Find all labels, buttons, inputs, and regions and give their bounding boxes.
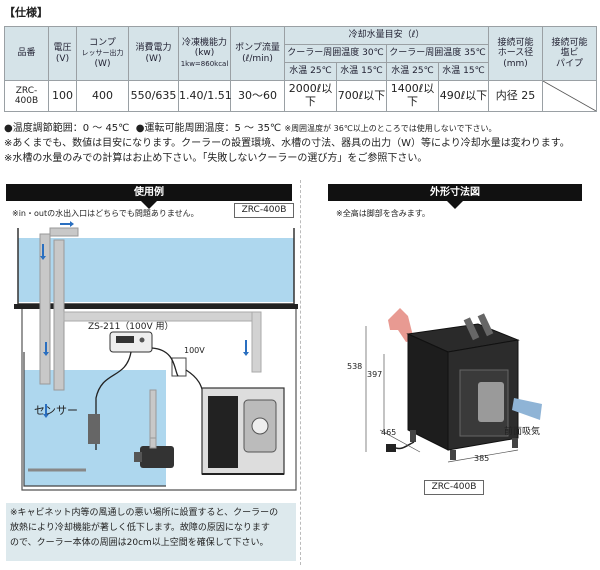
notes: ●温度調節範囲：0 ～ 45℃ ●運転可能周囲温度：5 ～ 35℃ ※周囲温度が… [4, 121, 596, 166]
header-power: 消費電力(W) [128, 26, 179, 81]
power-cord [395, 441, 415, 450]
usage-title: 使用例 [6, 184, 292, 201]
controller-display [116, 336, 134, 343]
cell-v30-25: 2000ℓ以下 [284, 80, 337, 112]
outlet-elbow [49, 227, 79, 237]
header-voltage: 電圧(V) [48, 26, 77, 81]
note-temp-range: ●温度調節範囲：0 ～ 45℃ [4, 123, 130, 134]
power-cable [151, 347, 179, 377]
intake-arrow [512, 398, 542, 420]
dims-note: ※全高は脚部を含みます。 [336, 209, 430, 218]
spec-heading: 【仕様】 [4, 6, 48, 19]
outlet-pipe [477, 313, 494, 337]
header-model: 品番 [4, 26, 49, 81]
cell-cooling: 1.40/1.51 [178, 80, 232, 112]
pump-inlet [134, 452, 142, 462]
header-compressor: コンプレッサー出力(W) [76, 26, 129, 81]
header-water15: 水温 15℃ [437, 62, 490, 81]
leg [512, 438, 518, 448]
dims-title-arrow [447, 201, 463, 209]
usage-title-arrow [141, 201, 157, 209]
dim-total-height: 538 [347, 362, 363, 371]
cell-model: ZRC-400B [4, 80, 49, 112]
cell-v35-15: 490ℓ以下 [437, 80, 490, 112]
dims-model-label: ZRC-400B [424, 480, 484, 495]
cell-hose: 内径 25 [488, 80, 544, 112]
sump-tank [23, 352, 166, 487]
dims-title: 外形寸法図 [328, 184, 582, 201]
sensor-probe [88, 414, 100, 444]
flow-arrow-head [43, 414, 49, 418]
dim-line-depth [379, 429, 421, 453]
pump [140, 446, 174, 468]
cell-compressor: 400 [76, 80, 129, 112]
leg [450, 450, 456, 460]
caution-line: 放熱により冷却機能が著しく低下します。故障の原因になります [10, 523, 270, 533]
dim-body-height: 397 [367, 370, 383, 379]
flow-arrow-head [40, 256, 46, 260]
power-outlet [171, 357, 187, 377]
header-water25: 水温 25℃ [284, 62, 337, 81]
sensor-cable [95, 351, 132, 450]
cell-pvc-na [542, 80, 598, 112]
sensor-label: センサー [34, 404, 78, 417]
caution-box: ※キャビネット内等の風通しの悪い場所に設置すると、クーラーの 放熱により冷却機能… [6, 503, 296, 561]
cell-pump: 30～60 [230, 80, 285, 112]
pump-pipe [149, 389, 157, 439]
header-water15: 水温 15℃ [336, 62, 387, 81]
section-divider [300, 180, 301, 565]
power-label: 100V [184, 346, 205, 355]
note-estimate: ※あくまでも、数値は目安になります。クーラーの設置環境、水槽の寸法、器具の出力（… [4, 138, 570, 149]
dim-width: 385 [474, 454, 490, 463]
header-hose: 接続可能ホース径(mm) [488, 26, 544, 81]
flow-arrow-head [70, 221, 74, 227]
header-water25: 水温 25℃ [386, 62, 439, 81]
drain-pipe [39, 233, 51, 385]
intake-label: 前面吸気 [504, 427, 541, 437]
cabinet [21, 309, 297, 491]
cooler-cable [185, 369, 205, 397]
usage-diagram [14, 221, 298, 491]
controller-label: ZS-211（100V 用） [88, 322, 174, 332]
power-plug [386, 444, 396, 452]
cell-v35-25: 1400ℓ以下 [386, 80, 439, 112]
inlet-pipe [463, 317, 480, 341]
leg [410, 430, 416, 442]
header-temp35: クーラー周囲温度 35℃ [385, 44, 490, 63]
cooler-pipe-vertical [251, 311, 262, 373]
spec-table: 品番 電圧(V) コンプレッサー出力(W) 消費電力(W) 冷凍機能力(kw)1… [4, 26, 598, 112]
note-ambient-warning: ※周囲温度が 36℃以上のところでは使用しないで下さい。 [284, 124, 497, 133]
dim-line-width [447, 449, 519, 463]
cooler-gauge [251, 417, 269, 435]
cell-v30-15: 700ℓ以下 [336, 80, 387, 112]
caution-line: ので、クーラー本体の周囲は20cm以上空間を確保して下さい。 [10, 538, 269, 548]
header-cooling: 冷凍機能力(kw)1kw=860kcal [178, 26, 231, 81]
return-pipe [53, 239, 65, 391]
dim-depth: 465 [381, 428, 397, 437]
controller-knob [139, 337, 145, 343]
flow-arrow-head [243, 352, 249, 356]
cooler-tank [478, 382, 504, 422]
cell-power: 550/635 [128, 80, 179, 112]
note-ambient: ●運転可能周囲温度：5 ～ 35℃ [135, 123, 282, 134]
flow-arrow-head [43, 352, 49, 356]
header-temp30: クーラー周囲温度 30℃ [284, 44, 387, 63]
usage-note: ※in・outの水出入口はどちらでも問題ありません。 [12, 209, 199, 218]
caution-line: ※キャビネット内等の風通しの悪い場所に設置すると、クーラーの [10, 508, 279, 518]
header-pump: ポンプ流量(ℓ/min) [230, 26, 285, 81]
usage-model-label: ZRC-400B [234, 203, 294, 218]
header-volume-group: 冷却水量目安（ℓ） [283, 26, 490, 45]
note-calc: ※水槽の水量のみでの計算はお止め下さい。「失敗しないクーラーの選び方」をご参照下… [4, 153, 428, 164]
cell-voltage: 100 [48, 80, 77, 112]
cooler-fan-grill [208, 396, 238, 468]
header-pvc: 接続可能塩ビパイプ [542, 26, 598, 81]
dims-diagram [365, 308, 542, 463]
tank-stand-top [14, 304, 298, 309]
